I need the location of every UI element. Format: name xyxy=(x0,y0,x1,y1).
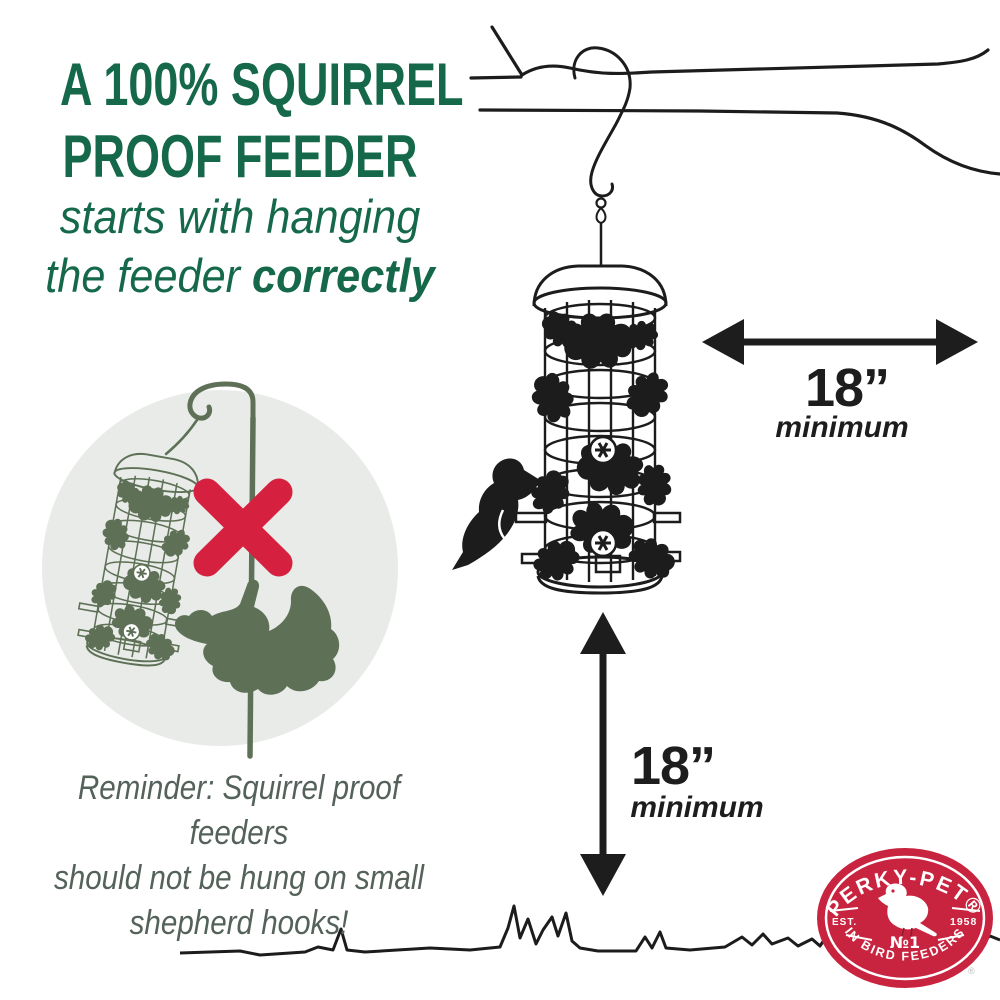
logo-est-label: EST. xyxy=(832,917,857,928)
horizontal-double-arrow-icon xyxy=(702,319,978,365)
logo-bird-icon xyxy=(878,883,937,937)
logo-rank: №1 xyxy=(890,933,920,952)
subtitle-emphasis: correctly xyxy=(252,249,435,302)
horizontal-clearance-value: 18” xyxy=(804,358,890,418)
tree-branch-icon xyxy=(469,25,1000,176)
s-hook-icon xyxy=(572,46,632,268)
reminder-line1: Reminder: Squirrel proof feeders xyxy=(77,769,401,852)
logo-inner-ring xyxy=(824,855,986,981)
caged-bird-feeder-icon xyxy=(516,266,681,593)
warning-vignette xyxy=(42,381,398,759)
vertical-double-arrow-icon xyxy=(580,612,626,896)
vertical-clearance-value: 18” xyxy=(630,736,716,796)
climbing-squirrel-icon xyxy=(174,579,340,695)
headline-subtitle-line1: starts with hanging xyxy=(59,190,421,243)
horizontal-clearance-qualifier: minimum xyxy=(775,411,909,444)
brand-logo: PERKY-PET® EST. 1958 №1 IN BIRD FEEDERS … xyxy=(817,848,993,988)
reminder-line2: should not be hung on small xyxy=(53,858,425,897)
reminder-line3: shepherd hooks! xyxy=(129,903,349,942)
headline-line2: PROOF FEEDER xyxy=(62,123,418,190)
headline-subtitle-line2: the feeder correctly xyxy=(19,248,461,303)
headline-line1: A 100% SQUIRREL xyxy=(60,51,464,118)
logo-est-year: 1958 xyxy=(950,916,977,928)
subtitle-prefix: the feeder xyxy=(45,249,253,302)
reminder-note: Reminder: Squirrel proof feeders should … xyxy=(33,766,445,946)
vertical-clearance-qualifier: minimum xyxy=(630,791,764,824)
logo-registered-mark: ® xyxy=(968,966,975,976)
x-mark-icon xyxy=(193,478,293,577)
perched-bird-icon xyxy=(452,458,540,570)
